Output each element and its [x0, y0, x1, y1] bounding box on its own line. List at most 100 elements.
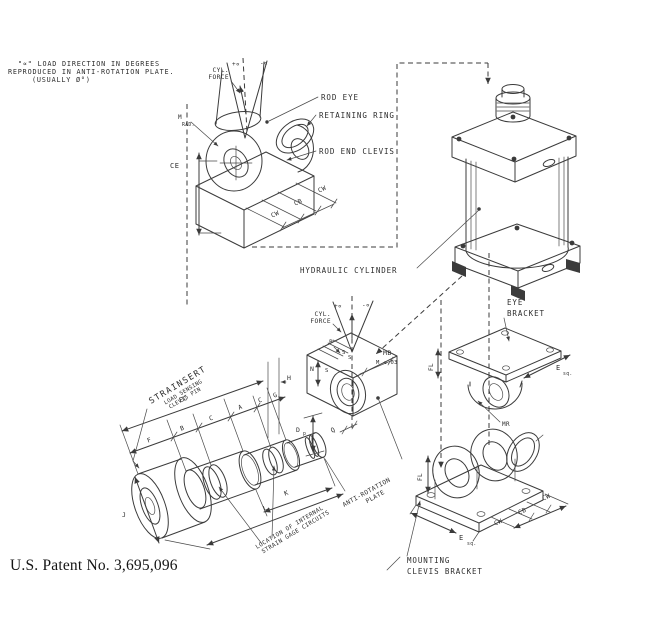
e-dim-line-mounting — [410, 512, 457, 534]
cyl-force-label-2: FORCE — [310, 318, 331, 325]
cap-bolt — [460, 243, 466, 249]
dim-s: S — [342, 350, 346, 356]
pin-step-2 — [238, 450, 262, 490]
rod-eye-leader — [268, 96, 319, 122]
strainsert-leader — [132, 408, 148, 462]
dim-n: N — [310, 365, 314, 373]
retaining-ring-top-outer — [275, 118, 315, 154]
cw-dim-line-mounting — [513, 505, 567, 529]
bolt-hole — [502, 365, 510, 371]
dim-cb-mounting: CB — [517, 507, 527, 517]
bracket-rear-lug — [470, 428, 518, 482]
top-cap — [451, 111, 577, 183]
pin-head-face — [131, 473, 169, 539]
dashed-center-rod — [242, 57, 248, 133]
cyl-force-leader — [230, 80, 241, 94]
pin-step-3 — [281, 439, 301, 471]
dp-ext-lines — [303, 412, 325, 457]
retaining-ring-bottom-outer — [506, 432, 540, 472]
plate-bore-chamfer — [341, 383, 355, 401]
e-ext-lines-mounting — [409, 504, 480, 542]
hole-center-marks — [219, 145, 253, 181]
cyl-force-label-2: FORCE — [208, 74, 229, 81]
rod-eye-leader-dot — [265, 120, 269, 124]
cyl-force-leader — [332, 323, 342, 333]
cyl-force-label-1: CYL. — [314, 311, 331, 318]
dim-p: P — [329, 339, 333, 346]
cap-bolt — [511, 156, 517, 162]
dim-e-sq: sq. — [563, 372, 573, 377]
h-ext-lines — [267, 357, 280, 439]
dim-k: K — [283, 489, 290, 498]
dim-m-rad: RAD. — [182, 122, 195, 128]
cw-ext-lines — [245, 182, 337, 228]
dim-s: S — [348, 355, 352, 361]
eye-boss — [467, 380, 523, 410]
rod-end-clevis-labels: CYL. FORCE +∝ -∝ ROD EYE RETAINING RING … — [170, 60, 394, 236]
dim-a: A — [237, 404, 243, 412]
l-ext-lines — [164, 458, 346, 550]
dim-q: Q — [330, 426, 337, 435]
dim-cw-outer: CW — [270, 210, 280, 220]
anti-rotation-leader — [377, 397, 403, 460]
dim-fl-mounting: FL — [417, 473, 424, 481]
ec-dim-line — [121, 380, 264, 432]
anti-rotation-plate: CYL. FORCE +∝ -∝ P S S N S MB M ±.03 Q A… — [306, 300, 403, 509]
dim-b: B — [179, 425, 185, 433]
rod-end-face — [214, 111, 262, 131]
dim-l: L — [262, 504, 269, 513]
dim-e-mounting: E — [459, 534, 464, 542]
clevis-front-hole-chamfer — [230, 156, 242, 170]
dim-h: H — [287, 374, 291, 382]
cap-bolt — [514, 225, 520, 231]
cap-bolt — [569, 240, 575, 246]
pin-step-2-inner — [241, 454, 259, 486]
gage-leader-2 — [271, 465, 276, 539]
plate-bore-outer — [329, 369, 367, 415]
clevis-front-hole — [223, 148, 249, 178]
cw-dim-line — [279, 198, 338, 232]
base-bolt-hole — [521, 488, 531, 494]
cap-bolt — [566, 135, 572, 141]
dashed-plate-link — [375, 275, 463, 355]
mounting-clevis-bracket: MOUNTING CLEVIS BRACKET FL CW CB CW E sq… — [386, 428, 569, 576]
cap-bolt — [456, 136, 462, 142]
dim-e-sq-mounting: sq. — [467, 542, 477, 547]
lug-side-lines — [434, 458, 516, 500]
dim-m: M — [178, 114, 182, 121]
tie-rods — [470, 156, 565, 251]
dim-cw-mounting-2: CW — [493, 518, 503, 528]
rod-end-clevis-leader — [286, 150, 317, 161]
note-line-1: "∝" LOAD DIRECTION IN DEGREES — [18, 60, 160, 68]
dim-j: J — [122, 511, 126, 519]
cyl-force-label-1: CYL. — [212, 67, 229, 74]
eye-bracket: EYE BRACKET FL E sq. MR — [428, 298, 573, 428]
bolt-hole — [456, 349, 464, 355]
dim-g: G — [272, 392, 278, 400]
alpha-minus-label: -∝ — [362, 302, 370, 309]
dim-cb: CB — [293, 198, 303, 208]
callout-eye-bracket-2: BRACKET — [507, 309, 545, 318]
base-bolt-hole — [476, 511, 486, 517]
l-dim-line — [206, 493, 344, 546]
cap-bolt — [510, 114, 516, 120]
eye-bracket-leader — [503, 317, 510, 342]
plate-step-lines — [317, 339, 354, 360]
hydraulic-cylinder: HYDRAULIC CYLINDER — [300, 84, 581, 301]
patent-number: U.S. Patent No. 3,695,096 — [10, 557, 178, 574]
callout-mounting-2: CLEVIS BRACKET — [407, 567, 483, 576]
dim-s: S — [325, 368, 329, 374]
ring-tick — [535, 434, 544, 442]
rod-outline — [215, 61, 265, 125]
dim-e: E — [556, 364, 561, 372]
note-line-3: (USUALLY Ø°) — [32, 76, 91, 84]
clevis-rear-lug — [296, 124, 314, 173]
ce-ext-lines — [198, 160, 222, 234]
callout-hydraulic-cylinder: HYDRAULIC CYLINDER — [300, 266, 397, 275]
bolt-hole — [501, 330, 509, 336]
hydraulic-cylinder-leader — [416, 209, 480, 269]
port-top — [542, 159, 556, 167]
alpha-plus-label: +∝ — [232, 61, 240, 68]
dim-m-tol: M ±.03 — [376, 360, 398, 366]
